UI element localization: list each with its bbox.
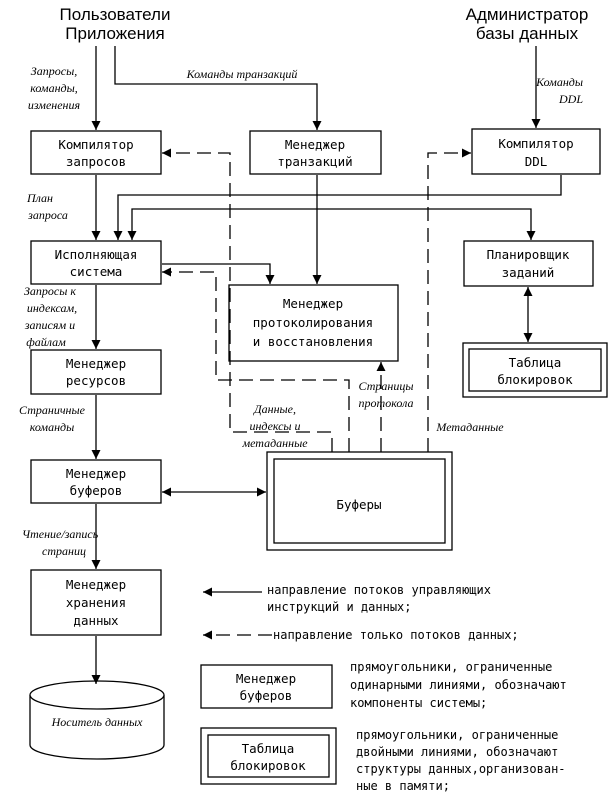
arrow-buffers-to-ddl-compiler (427, 148, 471, 452)
label-log-pages-line1: Страницы (359, 379, 414, 393)
label-metadata: Метаданные (435, 420, 504, 434)
box-scheduler: Планировщик заданий (463, 240, 594, 287)
box-transaction-manager-line1: Менеджер (285, 137, 345, 152)
box-execution-engine-line1: Исполняющая (55, 247, 138, 262)
legend-double-desc-line2: двойными линиями, обозначают (356, 745, 558, 759)
box-resource-manager: Менеджер ресурсов (30, 349, 162, 395)
box-buffer-manager: Менеджер буферов (30, 459, 162, 504)
label-log-pages: Страницы протокола (359, 379, 414, 410)
box-execution-engine: Исполняющая система (30, 240, 162, 285)
box-storage-manager: Менеджер хранения данных (30, 569, 162, 636)
arrow-buffers-to-execution (162, 267, 350, 452)
box-scheduler-line1: Планировщик (487, 247, 570, 262)
solid-arrows (91, 46, 562, 684)
box-storage-manager-line1: Менеджер (66, 577, 126, 592)
label-read-write-pages-line2: страниц (42, 544, 86, 558)
box-buffer-manager-line2: буферов (70, 483, 123, 498)
label-queries-line2: команды, (30, 81, 78, 95)
legend-double-desc-line1: прямоугольники, ограниченные (356, 728, 558, 742)
box-scheduler-line2: заданий (502, 265, 555, 280)
storage-medium-label: Носитель данных (51, 715, 143, 729)
dashed-arrows (162, 148, 471, 452)
legend-double-box-line2: блокировок (230, 758, 306, 773)
legend-solid-desc-line1: направление потоков управляющих (267, 583, 491, 597)
label-query-plan-line1: План (26, 191, 53, 205)
arrow-scheduler-execution (127, 208, 536, 240)
box-query-compiler: Компилятор запросов (30, 130, 162, 175)
label-queries-line1: Запросы, (31, 64, 77, 78)
box-transaction-manager: Менеджер транзакций (249, 130, 382, 175)
box-buffer-manager-line1: Менеджер (66, 466, 126, 481)
label-query-plan-line2: запроса (27, 208, 68, 222)
actor-users: Пользователи Приложения (60, 5, 171, 43)
legend-solid-desc-line2: инструкций и данных; (267, 600, 412, 614)
box-resource-manager-line2: ресурсов (66, 373, 126, 388)
box-query-compiler-line2: запросов (66, 154, 126, 169)
box-logging-manager: Менеджер протоколирования и восстановлен… (228, 284, 399, 362)
box-buffers: Буферы (266, 451, 453, 551)
legend-double-box-line1: Таблица (242, 741, 295, 756)
arrow-buffers-to-query-compiler (162, 148, 333, 452)
legend-double-desc-line3: структуры данных,организован- (356, 762, 566, 776)
label-ddl-commands: Команды DDL (535, 75, 583, 106)
label-query-plan: План запроса (26, 191, 68, 222)
box-ddl-compiler-line2: DDL (525, 154, 548, 169)
legend-single-box-line1: Менеджер (236, 671, 296, 686)
box-buffers-label: Буферы (336, 497, 381, 512)
label-index-requests-line3: записям и (24, 318, 75, 332)
label-page-commands: Страничные команды (19, 403, 86, 434)
label-read-write-pages-line1: Чтение/запись (22, 527, 99, 541)
arrow-users-to-transaction-manager (114, 46, 322, 130)
box-logging-manager-line2: протоколирования (253, 315, 373, 330)
label-queries-line3: изменения (28, 98, 81, 112)
label-ddl-commands-line1: Команды (535, 75, 583, 89)
box-resource-manager-line1: Менеджер (66, 356, 126, 371)
label-log-pages-line2: протокола (359, 396, 414, 410)
legend-single-desc-line1: прямоугольники, ограниченные (350, 660, 552, 674)
box-ddl-compiler-line1: Компилятор (498, 136, 573, 151)
box-transaction-manager-line2: транзакций (277, 154, 352, 169)
legend-double-desc-line4: ные в памяти; (356, 779, 450, 793)
box-lock-table: Таблица блокировок (462, 342, 608, 398)
box-logging-manager-line1: Менеджер (283, 296, 343, 311)
legend-double-box-inner (207, 734, 330, 778)
actor-users-line2: Приложения (65, 24, 164, 43)
legend: направление потоков управляющих инструкц… (200, 583, 567, 793)
label-page-commands-line2: команды (30, 420, 75, 434)
label-index-requests-line4: файлам (26, 335, 66, 349)
box-storage-manager-line2: хранения (66, 595, 126, 610)
legend-single-box (200, 664, 333, 709)
legend-dashed-desc: направление только потоков данных; (273, 628, 519, 642)
label-data-indexes-metadata: Данные, индексы и метаданные (241, 402, 308, 450)
box-ddl-compiler: Компилятор DDL (471, 128, 601, 175)
label-data-indexes-metadata-line1: Данные, (253, 402, 296, 416)
storage-medium-cylinder: Носитель данных (29, 680, 165, 760)
label-data-indexes-metadata-line3: метаданные (241, 436, 308, 450)
actor-admin-line2: базы данных (476, 24, 579, 43)
label-page-commands-line1: Страничные (19, 403, 86, 417)
label-data-indexes-metadata-line2: индексы и (249, 419, 300, 433)
arrow-ddl-to-execution (113, 175, 562, 240)
legend-single-desc-line2: одинарными линиями, обозначают (350, 678, 567, 692)
box-query-compiler-line1: Компилятор (58, 137, 133, 152)
legend-single-box-line2: буферов (240, 688, 293, 703)
actor-users-line1: Пользователи (60, 5, 171, 24)
label-index-requests-line1: Запросы к (24, 284, 76, 298)
legend-single-desc-line3: компоненты системы; (350, 696, 487, 710)
box-storage-manager-line3: данных (73, 613, 119, 628)
box-execution-engine-line2: система (70, 264, 123, 279)
label-ddl-commands-line2: DDL (558, 92, 583, 106)
label-transaction-commands: Команды транзакций (186, 67, 298, 81)
label-index-requests: Запросы к индексам, записям и файлам (24, 284, 77, 349)
actor-admin-line1: Администратор (466, 5, 589, 24)
arrow-execution-to-logging (162, 263, 275, 284)
box-logging-manager-line3: и восстановления (253, 334, 373, 349)
actor-admin: Администратор базы данных (466, 5, 589, 43)
box-lock-table-line1: Таблица (509, 355, 562, 370)
label-index-requests-line2: индексам, (27, 301, 77, 315)
label-read-write-pages: Чтение/запись страниц (22, 527, 99, 558)
box-lock-table-line2: блокировок (497, 372, 573, 387)
label-queries: Запросы, команды, изменения (28, 64, 81, 112)
